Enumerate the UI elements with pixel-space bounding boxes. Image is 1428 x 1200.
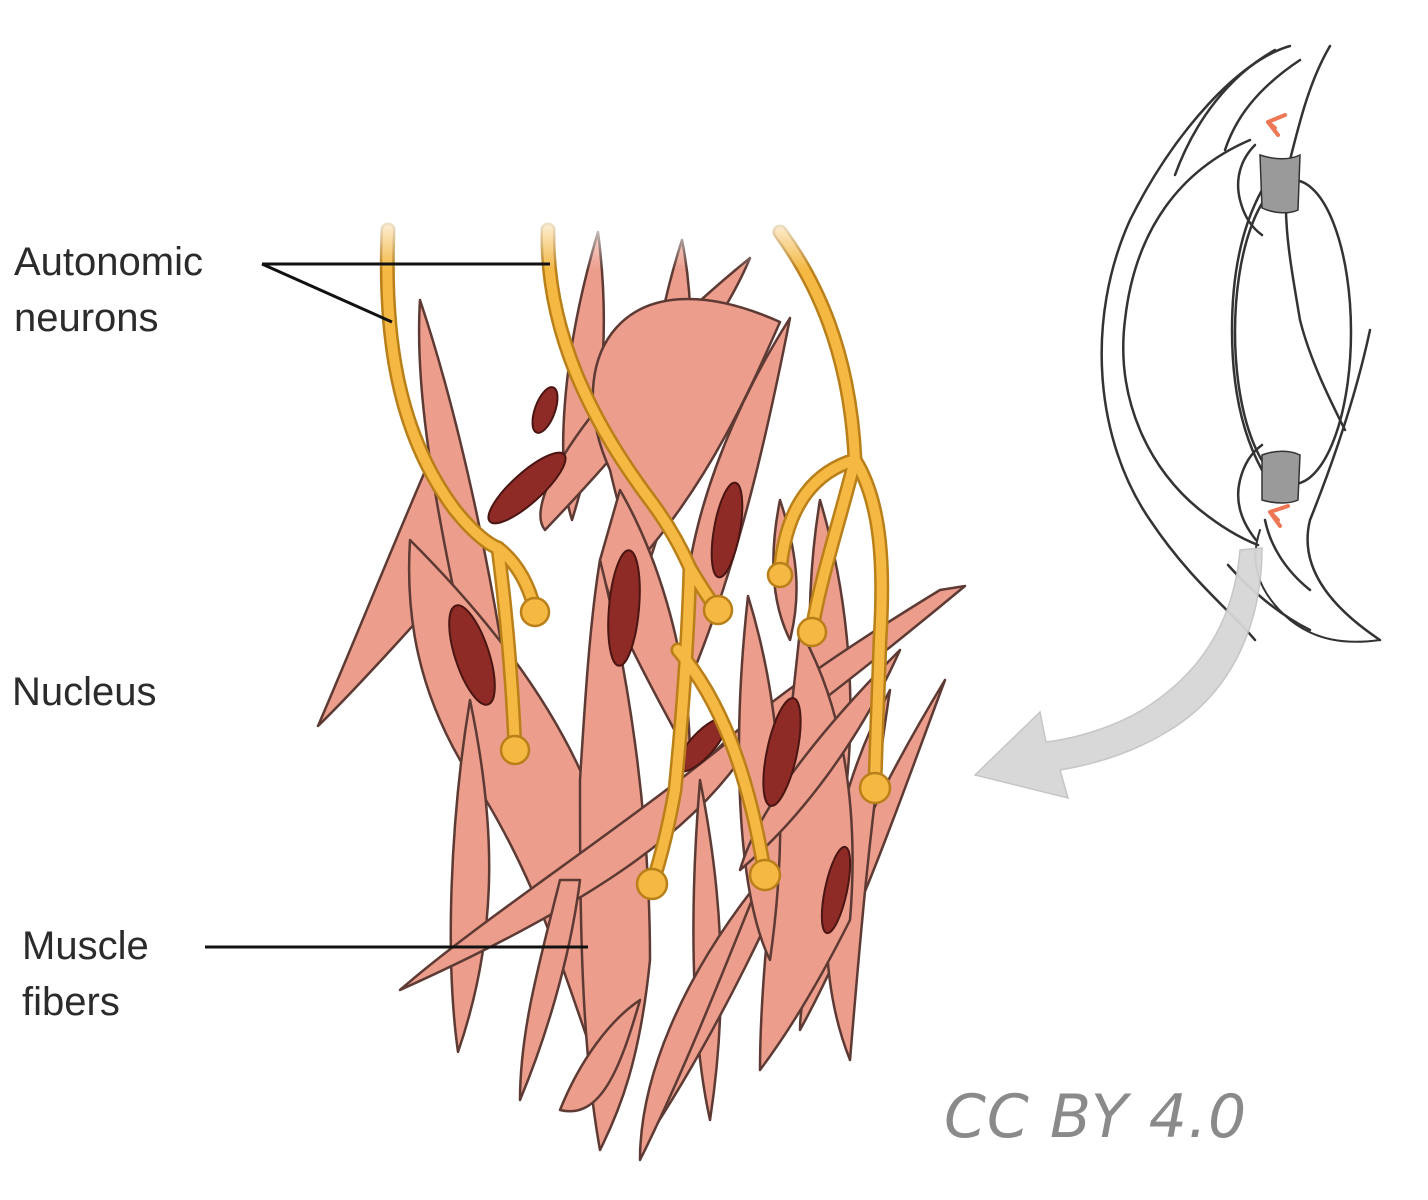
nerve-terminal [635,867,669,901]
label-muscle-fibers-line2: fibers [22,980,120,1024]
nerve-terminal [702,594,734,626]
label-muscle-fibers-line1: Muscle [22,924,149,968]
nerve-terminal [796,616,828,648]
nucleus [607,549,641,667]
varicosities [499,561,892,901]
top-fade [300,210,1000,270]
muscle-fiber [558,998,642,1113]
nucleus [448,604,496,706]
nerve-terminal [519,596,551,628]
muscle-fiber-bundle [316,230,967,1162]
nerve-terminal [499,734,531,766]
leader-line-neurons-b [261,262,393,324]
autonomic-neurons [379,222,892,901]
nucleus [762,697,802,807]
accent-arrow [1268,504,1290,528]
muscle-fiber [518,878,582,1102]
muscle-fiber [398,738,742,992]
leader-lines [205,262,588,949]
neuron-fill [382,225,887,890]
license-credit: CC BY 4.0 [944,1082,1248,1152]
muscle-fiber [449,698,491,1054]
nerve-terminal [858,771,892,805]
nucleus [710,481,744,579]
muscle-fiber [738,648,902,872]
nerve-terminal [766,561,794,589]
label-nucleus: Nucleus [12,670,157,714]
nucleus [487,451,567,525]
label-autonomic-neurons-line2: neurons [14,296,159,340]
curved-arrow-icon [973,547,1263,800]
label-muscle-fibers: Muscle fibers [22,918,149,1030]
label-autonomic-neurons-line1: Autonomic [14,240,203,284]
eye-cross-section-icon [1100,44,1382,643]
nucleus [820,845,852,935]
label-autonomic-neurons: Autonomic neurons [14,234,203,346]
lens [1233,178,1353,486]
nerve-terminal [748,858,782,892]
muscle-fiber [638,878,762,1162]
nuclei [448,386,852,935]
accent-arrow [1266,113,1287,137]
nucleus [531,386,559,434]
